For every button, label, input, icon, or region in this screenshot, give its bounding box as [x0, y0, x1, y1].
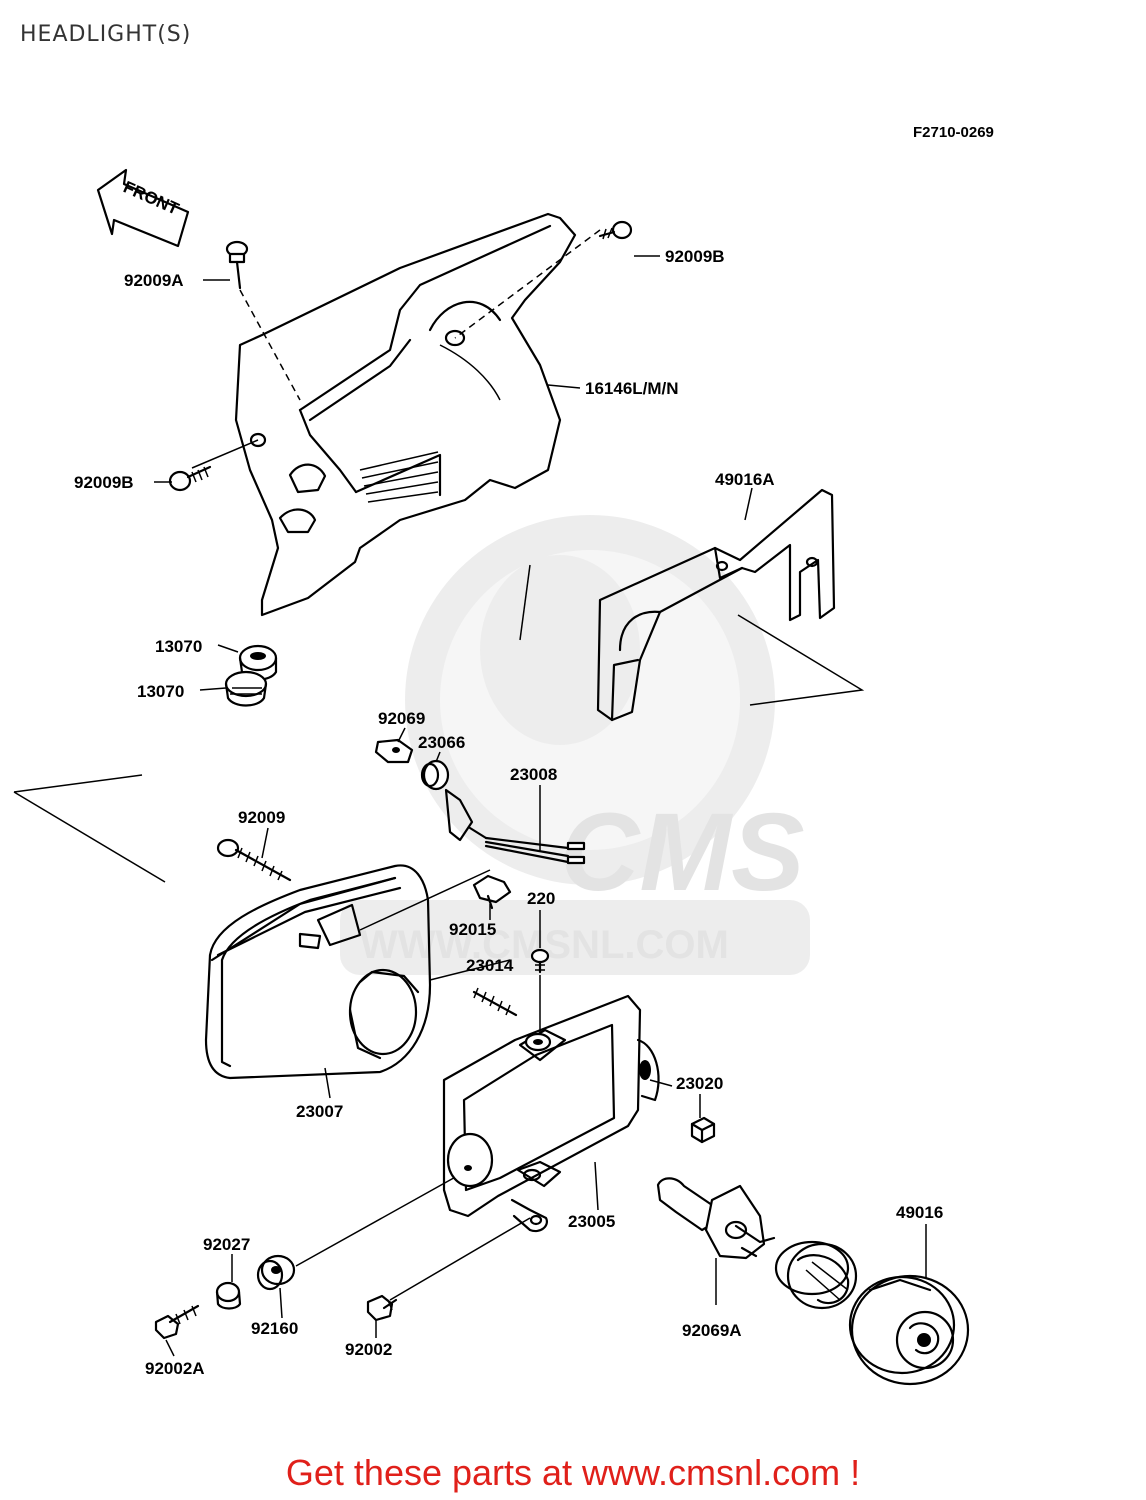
adjuster-screw-23014 [472, 987, 518, 1017]
wiring-23008 [468, 826, 586, 865]
headlight-frame [442, 994, 660, 1233]
part-label: 92009 [238, 808, 285, 827]
grommet-13070-upper [238, 644, 278, 681]
bolt-92002A [154, 1304, 200, 1340]
diagram-code: F2710-0269 [913, 124, 994, 141]
part-label: 92009B [74, 473, 134, 492]
watermark-logo-text: CMS [560, 791, 804, 914]
grommet-13070-lower [224, 670, 268, 707]
screw-92009B-side [168, 465, 212, 492]
socket-23066 [420, 759, 474, 842]
headlight-unit [204, 864, 432, 1080]
part-labels: 92009A 92009B 16146L/M/N 92009B 49016A 1… [74, 247, 943, 1378]
promo-footer-link[interactable]: Get these parts at www.cmsnl.com ! [285, 1452, 861, 1493]
part-label: 23007 [296, 1102, 343, 1121]
part-label: 92069 [378, 709, 425, 728]
screw-92009 [216, 838, 292, 882]
bolt-92002 [366, 1294, 398, 1322]
collar-92027 [215, 1281, 242, 1310]
part-label: 49016A [715, 470, 775, 489]
part-label: 92015 [449, 920, 496, 939]
part-label: 92002A [145, 1359, 205, 1378]
bulb-92069A [656, 1177, 776, 1260]
part-label: 92027 [203, 1235, 250, 1254]
headlight-cowl [234, 212, 577, 617]
part-label: 16146L/M/N [585, 379, 679, 398]
part-label: 13070 [155, 637, 202, 656]
part-label: 49016 [896, 1203, 943, 1222]
part-label: 23066 [418, 733, 465, 752]
headlight-bracket [596, 488, 836, 722]
part-label: 92069A [682, 1321, 742, 1340]
front-direction-arrow: FRONT [96, 168, 190, 248]
grommet-92160 [256, 1254, 296, 1291]
part-label: 92002 [345, 1340, 392, 1359]
screw-92009B-top [598, 220, 633, 240]
nut-23020 [690, 1116, 716, 1144]
clip-92015 [472, 874, 512, 910]
page-title: HEADLIGHT(S) [20, 22, 192, 47]
watermark-logo: CMS WWW.CMSNL.COM [340, 515, 810, 975]
rubber-boot [774, 1240, 858, 1310]
part-label: 92009B [665, 247, 725, 266]
screw-92009A [225, 240, 249, 290]
clamp-92069 [374, 738, 414, 764]
part-label: 220 [527, 889, 555, 908]
part-label: 13070 [137, 682, 184, 701]
part-label: 92009A [124, 271, 184, 290]
part-label: 23008 [510, 765, 557, 784]
leader-lines [154, 255, 927, 1357]
part-label: 92160 [251, 1319, 298, 1338]
part-label: 23005 [568, 1212, 615, 1231]
headlight-cap-49016 [848, 1274, 970, 1386]
assembly-lines [13, 229, 865, 1305]
part-label: 23014 [466, 956, 514, 975]
part-label: 23020 [676, 1074, 723, 1093]
screw-220 [530, 948, 550, 974]
parts-diagram: CMS WWW.CMSNL.COM FRONT [13, 168, 970, 1386]
